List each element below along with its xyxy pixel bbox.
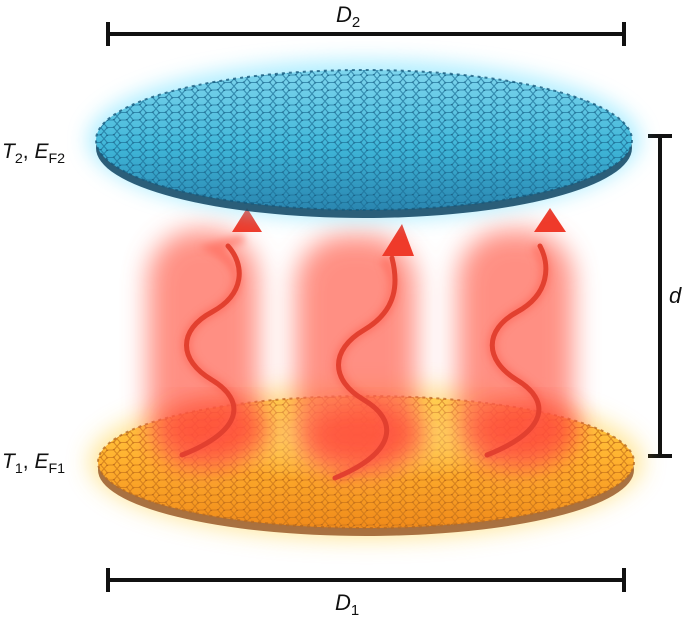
wavy-up-arrow-icon (484, 243, 549, 458)
bottom-sheet-label: T1, EF1 (2, 450, 66, 477)
wave-arrow-middle (332, 224, 414, 483)
bottom-diameter-bar (106, 568, 626, 592)
wavy-up-arrow-icon (179, 243, 242, 458)
top-diameter-bar (106, 22, 626, 46)
top-sheet-label: T2, EF2 (2, 140, 66, 167)
gap-distance-bar (648, 134, 672, 458)
wave-arrow-right (484, 208, 566, 460)
wavy-up-arrow-icon (332, 255, 398, 481)
top-diameter-label: D2 (336, 2, 361, 32)
top-graphene-sheet (88, 60, 640, 220)
wave-arrow-left (179, 208, 262, 460)
gap-distance-label: d (669, 283, 682, 308)
bottom-diameter-label: D1 (335, 590, 360, 620)
